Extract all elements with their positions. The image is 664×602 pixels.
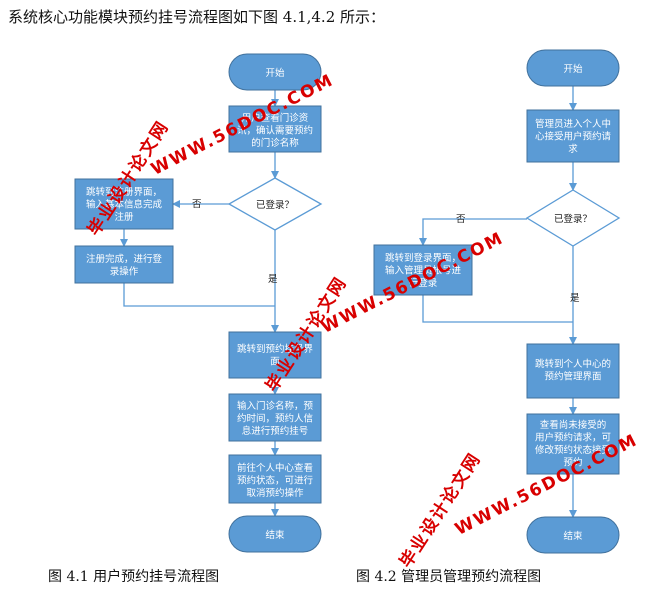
node-label-line: 用户预约请求，可 [535, 432, 611, 444]
flow2-login-page-label: 跳转到登录界面，输入管理员帐号进行登录 [385, 252, 462, 289]
intro-text: 系统核心功能模块预约挂号流程图如下图 4.1,4.2 所示： [8, 8, 386, 26]
flow1-register-done-label: 注册完成，进行登录操作 [86, 253, 163, 278]
flow1-register-label: 跳转到注册界面，输入基本信息完成注册 [86, 186, 163, 223]
flow1-jump-reg-label: 跳转到预约挂号界面 [237, 343, 314, 368]
flow2-enter-center-label: 管理员进入个人中心接受用户预约请求 [535, 118, 612, 155]
flow2-jump-manage-label: 跳转到个人中心的预约管理界面 [535, 358, 611, 383]
flow2-start-label: 开始 [563, 63, 583, 75]
flow2-login-page-node: 跳转到登录界面，输入管理员帐号进行登录 [373, 244, 473, 296]
node-label-line: 求 [568, 143, 578, 155]
flow2-end-node: 结束 [526, 516, 620, 554]
flow1-end-node: 结束 [228, 515, 322, 553]
flow2-enter-center-node: 管理员进入个人中心接受用户预约请求 [526, 109, 620, 163]
node-label-line: 跳转到登录界面， [385, 252, 461, 264]
node-label-line: 讯，确认需要预约 [237, 125, 313, 137]
node-label-line: 面 [270, 357, 280, 368]
flow1-register-node: 跳转到注册界面，输入基本信息完成注册 [74, 178, 174, 230]
flow1-register-done-node: 注册完成，进行登录操作 [74, 245, 174, 284]
node-label-line: 的门诊名称 [251, 137, 299, 149]
flow1-goto-center-node: 前往个人中心查看预约状态，可进行取消预约操作 [228, 454, 322, 504]
node-label-line: 修改预约状态接受 [535, 444, 611, 456]
flow1-start-node: 开始 [228, 53, 322, 91]
node-label-line: 预约 [563, 457, 582, 469]
flow1-caption: 图 4.1 用户预约挂号流程图 [48, 569, 220, 585]
flow1-yes-label: 是 [268, 274, 278, 285]
flow2-yes-label: 是 [570, 293, 580, 304]
flow2-view-requests-node: 查看尚未接受的用户预约请求，可修改预约状态接受预约 [526, 413, 620, 475]
node-label-line: 跳转到预约挂号界 [237, 343, 314, 355]
node-label-line: 预约管理界面 [544, 371, 601, 383]
flow1-end-label: 结束 [265, 529, 285, 541]
flow2-no-label: 否 [456, 214, 466, 225]
flow2-login-check-label: 已登录？ [554, 214, 592, 225]
node-label-line: 查看尚未接受的 [540, 419, 607, 431]
flow1-goto-center-label: 前往个人中心查看预约状态，可进行取消预约操作 [237, 462, 314, 499]
flow2-start-node: 开始 [526, 49, 620, 87]
node-label-line: 用户查看门诊资 [242, 112, 309, 124]
flow1-connectors [120, 90, 279, 517]
node-label-line: 前往个人中心查看 [237, 462, 313, 474]
node-label-line: 管理员进入个人中 [535, 118, 611, 130]
flow1-view-info-label: 用户查看门诊资讯，确认需要预约的门诊名称 [237, 112, 313, 149]
flow1-login-decision: 已登录？ [227, 177, 323, 231]
flow1-input-info-label: 输入门诊名称，预约时间，预约人信息进行预约挂号 [237, 400, 314, 437]
node-label-line: 输入管理员帐号进 [385, 265, 462, 277]
flow1-start-label: 开始 [265, 67, 285, 79]
node-label-line: 取消预约操作 [246, 487, 304, 499]
node-label-line: 跳转到注册界面， [86, 186, 162, 198]
node-label-line: 跳转到个人中心的 [535, 358, 611, 370]
flow2-view-requests-label: 查看尚未接受的用户预约请求，可修改预约状态接受预约 [535, 419, 611, 469]
flow1-view-info-node: 用户查看门诊资讯，确认需要预约的门诊名称 [228, 105, 322, 153]
flow1-login-check-label: 已登录？ [256, 200, 294, 211]
flow1-no-label: 否 [192, 199, 202, 210]
node-label-line: 输入基本信息完成 [86, 199, 163, 211]
node-label-line: 行登录 [409, 277, 438, 289]
flow2-jump-manage-node: 跳转到个人中心的预约管理界面 [526, 343, 620, 399]
node-label-line: 注册 [114, 211, 134, 223]
node-label-line: 息进行预约挂号 [242, 425, 309, 437]
node-label-line: 心接受用户预约请 [535, 131, 612, 143]
node-label-line: 预约状态，可进行 [237, 475, 314, 487]
node-label-line: 约时间，预约人信 [237, 413, 313, 425]
node-label-line: 输入门诊名称，预 [237, 400, 314, 412]
flow2-end-label: 结束 [563, 530, 583, 542]
node-label-line: 注册完成，进行登 [86, 253, 163, 265]
flow2-connectors [419, 86, 577, 518]
flow2-login-decision: 已登录？ [525, 189, 621, 247]
node-label-line: 录操作 [110, 266, 139, 278]
flow2-caption: 图 4.2 管理员管理预约流程图 [356, 569, 542, 585]
flow1-jump-reg-node: 跳转到预约挂号界面 [228, 331, 322, 379]
flow1-input-info-node: 输入门诊名称，预约时间，预约人信息进行预约挂号 [228, 393, 322, 442]
